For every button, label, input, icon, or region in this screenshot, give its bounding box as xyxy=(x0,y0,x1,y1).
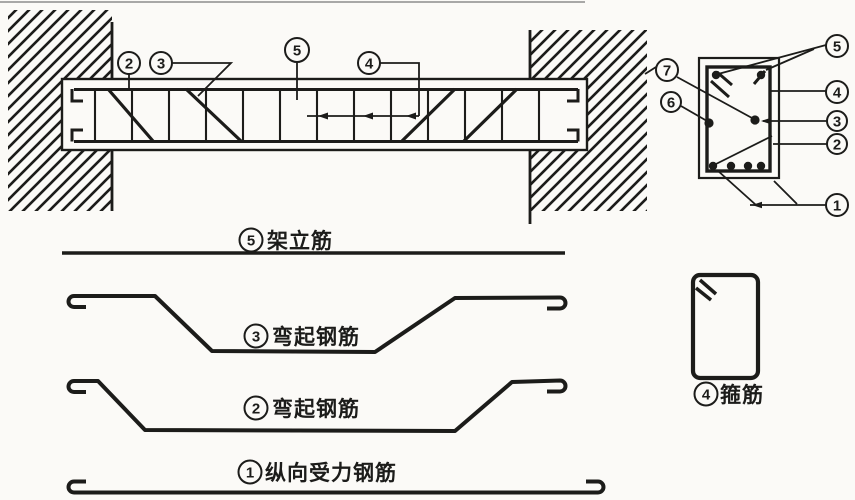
arrow-icon xyxy=(752,201,762,209)
part-number-circle xyxy=(243,323,269,349)
callout-bubble-3: 3 xyxy=(826,110,848,132)
leader-7 xyxy=(644,66,753,119)
part-number: 5 xyxy=(247,233,255,250)
part-number-circle xyxy=(693,381,719,407)
bent-bar-3-line xyxy=(66,294,568,354)
callout-number: 3 xyxy=(157,56,165,73)
part-label-3: 3 弯起钢筋 xyxy=(243,323,360,349)
rebar-dot xyxy=(750,115,760,125)
section-leader-arrows xyxy=(752,117,771,209)
rebar-shape-erection-bar: 5 架立筋 xyxy=(62,227,565,255)
stirrup-hook-ticks xyxy=(694,278,718,302)
beam-longitudinal-bars xyxy=(74,88,578,143)
rebar-shape-stirrup: 4 箍筋 xyxy=(690,272,764,407)
callout-bubble-7: 7 xyxy=(655,58,679,82)
part-number-circle xyxy=(237,459,263,485)
callout-bubble-2: 2 xyxy=(826,133,848,155)
callout-number: 5 xyxy=(293,43,301,60)
callout-number: 2 xyxy=(125,56,133,73)
callout-number: 4 xyxy=(365,56,374,73)
bent-bar-diagonals xyxy=(106,87,519,143)
leader-callout-3 xyxy=(172,62,234,97)
part-label-1: 1 纵向受力钢筋 xyxy=(237,459,397,485)
callout-bubble-5: 5 xyxy=(284,37,310,63)
part-name: 纵向受力钢筋 xyxy=(265,461,397,485)
stirrup-outline xyxy=(690,272,761,381)
leader-1 xyxy=(716,169,826,206)
callout-bubble-3: 3 xyxy=(149,51,173,75)
rebar-shape-bent-bar-3: 3 弯起钢筋 xyxy=(66,294,568,354)
beam-cross-section: 5 4 3 2 1 7 6 xyxy=(644,34,849,217)
part-number-circle xyxy=(238,227,264,253)
leader-6 xyxy=(680,105,708,122)
rebar-dot xyxy=(756,161,766,171)
bent-bar-2-line xyxy=(66,378,568,433)
part-name: 箍筋 xyxy=(720,383,764,407)
rebar-dot xyxy=(726,161,736,171)
part-number: 2 xyxy=(252,401,260,418)
rebar-shape-bent-bar-2: 2 弯起钢筋 xyxy=(66,378,568,433)
part-number-circle xyxy=(243,395,269,421)
longitudinal-bar-line xyxy=(66,479,606,495)
part-label-2: 2 弯起钢筋 xyxy=(243,395,360,421)
callout-bubble-6: 6 xyxy=(660,91,682,113)
rebar-dot xyxy=(743,161,753,171)
elevation-callouts: 2 3 5 4 xyxy=(117,37,381,75)
part-label-5: 5 架立筋 xyxy=(238,227,333,253)
part-name: 架立筋 xyxy=(267,229,333,253)
callout-bubble-2: 2 xyxy=(117,51,141,75)
leader-5a xyxy=(717,44,827,75)
callout-number: 1 xyxy=(833,198,841,215)
section-leaders xyxy=(644,44,827,206)
callout-bubble-4: 4 xyxy=(825,80,849,104)
arrow-icon xyxy=(761,117,771,125)
callout-bubble-5: 5 xyxy=(825,34,849,58)
leader-2 xyxy=(713,135,827,166)
part-number: 4 xyxy=(702,387,711,404)
callout-number: 2 xyxy=(833,137,841,154)
callout-number: 4 xyxy=(833,85,842,102)
part-name: 弯起钢筋 xyxy=(272,397,360,421)
callout-number: 6 xyxy=(667,95,675,112)
section-stirrup xyxy=(705,65,772,173)
callout-bubble-1: 1 xyxy=(825,193,849,217)
callout-bubble-4: 4 xyxy=(357,51,381,75)
section-concrete-outline xyxy=(697,56,781,180)
rebar-shape-longitudinal-bar: 1 纵向受力钢筋 xyxy=(66,459,606,495)
arrow-icon xyxy=(406,112,416,120)
part-number: 3 xyxy=(252,329,260,346)
part-label-4: 4 箍筋 xyxy=(693,381,764,407)
bar-end-hooks xyxy=(70,89,580,142)
arrow-icon xyxy=(363,112,373,120)
callout-number: 7 xyxy=(663,63,671,80)
stirrup-leader-arrows xyxy=(318,112,416,120)
callout-number: 5 xyxy=(833,39,841,56)
beam-elevation: 2 3 5 4 xyxy=(8,10,647,224)
part-name: 弯起钢筋 xyxy=(272,325,360,349)
section-callouts: 5 4 3 2 1 7 6 xyxy=(655,34,849,217)
part-number: 1 xyxy=(246,465,254,482)
leader-5b xyxy=(765,48,815,71)
callout-number: 3 xyxy=(833,114,841,131)
arrow-icon xyxy=(318,112,328,120)
